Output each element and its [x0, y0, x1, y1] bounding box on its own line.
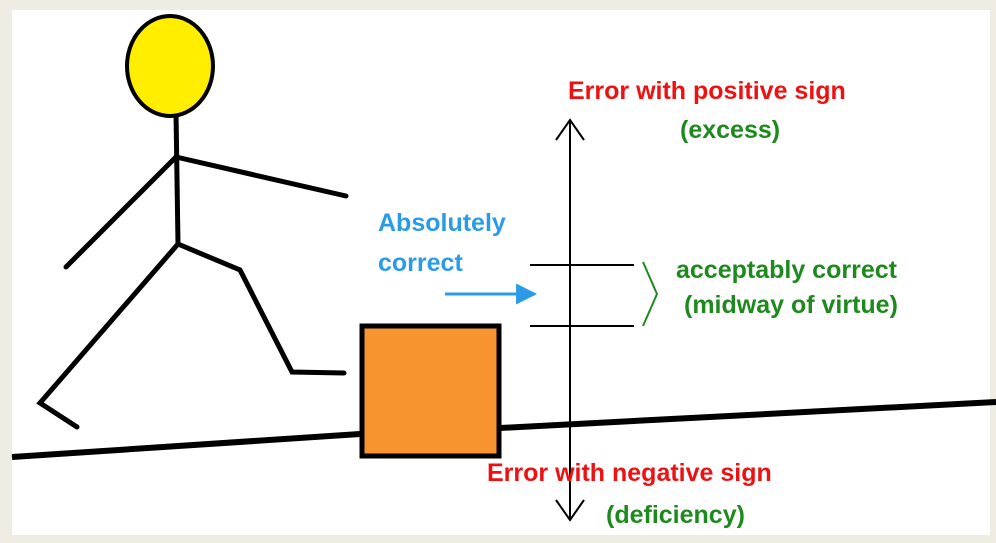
green-chevron	[642, 261, 659, 327]
negative-error-subtitle: (deficiency)	[606, 501, 745, 529]
positive-error-subtitle: (excess)	[680, 116, 781, 144]
figure-leg-front	[175, 241, 347, 376]
acceptable-label-line2: (midway of virtue)	[684, 291, 898, 319]
figure-leg-back	[36, 241, 181, 430]
arrow-down-head	[555, 499, 585, 522]
stick-figure	[36, 109, 349, 430]
absolute-label-line1: Absolutely	[378, 209, 506, 237]
negative-error-title: Error with negative sign	[487, 459, 772, 487]
figure-head	[125, 14, 215, 118]
orange-box	[359, 323, 502, 459]
ground-line	[11, 399, 996, 460]
figure-arm-left	[63, 154, 179, 270]
vertical-double-arrow	[555, 118, 585, 522]
positive-error-title: Error with positive sign	[568, 77, 846, 105]
arrow-up-head	[555, 118, 585, 141]
absolute-label-line2: correct	[378, 249, 463, 277]
figure-torso	[173, 109, 181, 247]
acceptable-label-line1: acceptably correct	[676, 256, 897, 284]
figure-arm-right	[173, 154, 349, 199]
